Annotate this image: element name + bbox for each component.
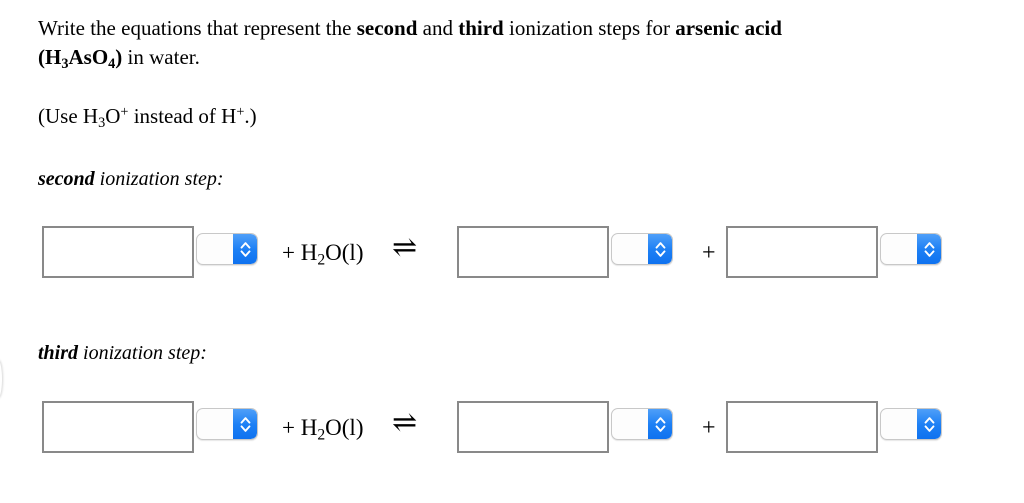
- plus-water-third: + H2O(l): [282, 415, 364, 443]
- note-close: .): [244, 104, 257, 128]
- product-separator-third: +: [702, 415, 716, 441]
- note-middle: instead of H: [128, 104, 237, 128]
- reactant-input-second[interactable]: [42, 226, 194, 278]
- use-hydronium-note: (Use H3O+ instead of H+.): [38, 103, 257, 130]
- plus-water-second: + H2O(l): [282, 240, 364, 268]
- step-label-rest-third: ionization step:: [78, 342, 207, 364]
- product1-input-third[interactable]: [457, 401, 609, 453]
- chevron-up-down-icon[interactable]: [917, 409, 941, 439]
- question-prompt: Write the equations that represent the s…: [38, 14, 988, 72]
- equilibrium-arrow-third: ⇌: [392, 406, 418, 439]
- plus-water-text-second: + H: [282, 240, 318, 265]
- prompt-text-part4: in water.: [122, 44, 200, 69]
- formula-o: O: [91, 44, 109, 69]
- formula-as: As: [68, 44, 92, 69]
- chevron-up-down-icon[interactable]: [233, 409, 257, 439]
- step-keyword-second: second: [38, 168, 95, 190]
- formula-sub-4: 4: [108, 55, 116, 72]
- chevron-up-down-icon[interactable]: [648, 409, 672, 439]
- prompt-text-part3: ionization steps for: [503, 16, 676, 40]
- product2-state-select-third[interactable]: [880, 408, 942, 440]
- water-sub-second: 2: [317, 251, 326, 269]
- reactant-state-select-third[interactable]: [196, 408, 258, 440]
- left-edge-artifact: [0, 360, 2, 398]
- formula-open: (H: [38, 44, 62, 69]
- note-sub-3: 3: [98, 114, 106, 131]
- equilibrium-arrow-second: ⇌: [392, 231, 418, 264]
- reactant-input-third[interactable]: [42, 401, 194, 453]
- step-label-second: second ionization step:: [38, 168, 224, 191]
- product-separator-second: +: [702, 240, 716, 266]
- prompt-formula: (H3AsO4): [38, 44, 123, 72]
- water-rest-third: O(l): [325, 415, 364, 440]
- prompt-text-part1: Write the equations that represent the: [38, 16, 357, 40]
- product1-input-second[interactable]: [457, 226, 609, 278]
- formula-close: ): [115, 44, 123, 69]
- reactant-state-select-second[interactable]: [196, 233, 258, 265]
- water-sub-third: 2: [317, 426, 326, 444]
- chevron-up-down-icon[interactable]: [648, 234, 672, 264]
- note-o: O: [105, 104, 121, 128]
- product1-state-select-third[interactable]: [611, 408, 673, 440]
- prompt-text-part2: and: [417, 16, 459, 40]
- plus-water-text-third: + H: [282, 415, 318, 440]
- step-label-rest-second: ionization step:: [94, 168, 224, 190]
- note-sup-plus: +: [120, 104, 129, 121]
- product2-input-second[interactable]: [726, 226, 878, 278]
- chevron-up-down-icon[interactable]: [233, 234, 257, 264]
- note-open: (Use H: [38, 104, 99, 128]
- step-label-third: third ionization step:: [38, 342, 207, 365]
- note-sup-plus-2: +: [236, 104, 245, 121]
- step-keyword-third: third: [38, 342, 79, 364]
- prompt-keyword-substance: arsenic acid: [675, 16, 782, 40]
- product2-input-third[interactable]: [726, 401, 878, 453]
- chevron-up-down-icon[interactable]: [917, 234, 941, 264]
- prompt-keyword-second: second: [356, 16, 418, 40]
- product2-state-select-second[interactable]: [880, 233, 942, 265]
- water-rest-second: O(l): [325, 240, 364, 265]
- product1-state-select-second[interactable]: [611, 233, 673, 265]
- formula-sub-3: 3: [61, 55, 69, 72]
- prompt-keyword-third: third: [458, 16, 504, 40]
